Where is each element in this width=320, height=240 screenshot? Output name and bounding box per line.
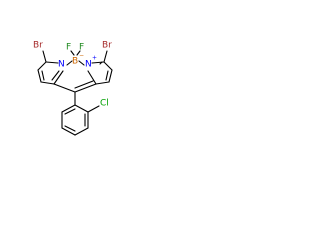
nitrogen-atom-left: N [58,60,65,70]
bond [64,125,76,132]
atom-labels: Br Br F F N N + B − Cl [33,41,112,109]
fluorine-atom-left: F [66,43,71,53]
bond [95,81,110,85]
boron-negative-charge: − [79,53,84,60]
bond [103,50,108,63]
bond [74,127,89,136]
bond [45,61,59,64]
bond [76,50,81,56]
bond [37,61,47,71]
bond [105,70,109,81]
bond [41,70,45,81]
bromine-atom-left: Br [33,41,43,51]
bond-lines [37,50,113,136]
bond [70,50,75,56]
bond [37,69,42,83]
bond [53,83,76,93]
bond [108,69,113,83]
bond [40,81,55,85]
bond [64,108,76,115]
nitrogen-atom-right: N [85,60,92,70]
bond [78,60,85,66]
bond [103,61,113,71]
bond [87,70,97,85]
chlorine-atom: Cl [100,99,109,109]
bond [66,60,73,66]
bond [51,70,60,81]
bond [99,61,103,65]
bond [74,80,94,89]
bodipy-structure-diagram: Br Br F F N N + B − Cl [33,41,113,136]
bond [87,105,100,113]
bond [74,104,89,113]
boron-atom: B [72,57,78,67]
nitrogen-positive-charge: + [92,55,97,62]
bond [74,83,97,93]
fluorine-atom-right: F [79,43,84,53]
bond [61,104,76,113]
bond [53,70,64,85]
bond [42,50,47,63]
bond [61,127,76,136]
bromine-atom-right: Br [102,41,112,51]
